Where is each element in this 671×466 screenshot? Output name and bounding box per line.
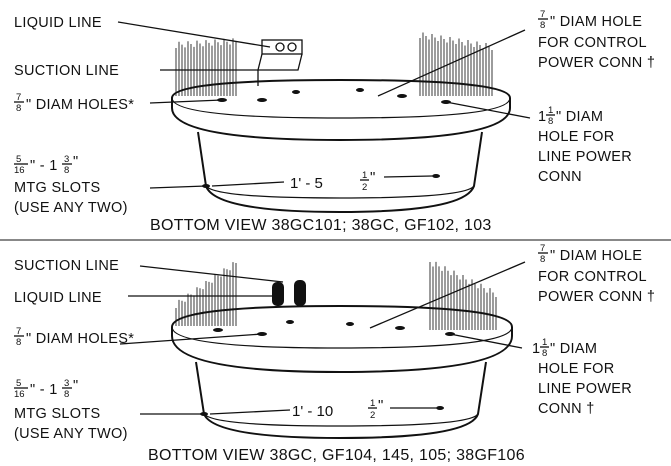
label-lp-line4: CONN [538, 169, 582, 185]
label-holes: " DIAM HOLES* [26, 97, 134, 113]
frac-slot-a-num: 5 [16, 378, 21, 389]
mounting-holes-plate [217, 88, 451, 104]
dim-frac-num: 1 [370, 398, 375, 409]
unit-bottom-pan [197, 131, 483, 214]
frac-ctrl-den: 8 [540, 20, 545, 31]
label-slots-tail: " [73, 154, 78, 170]
frac-ctrl-num: 7 [540, 9, 545, 20]
frac-holes-num: 7 [16, 326, 21, 337]
dim-frac-den: 2 [362, 182, 367, 193]
unit-bottom-pan [195, 361, 487, 440]
leader-lines [119, 261, 526, 415]
view-2: SUCTION LINE LIQUID LINE 7 8 " DIAM HOLE… [14, 243, 655, 464]
label-slots-mid: " - 1 [30, 382, 58, 398]
mounting-holes-plate [213, 320, 455, 336]
label-ctrl-line2: FOR CONTROL [538, 269, 647, 285]
label-holes: " DIAM HOLES* [26, 331, 134, 347]
frac-slot-b-num: 3 [64, 154, 69, 165]
label-slots-line3: (USE ANY TWO) [14, 200, 128, 216]
dim-frac-num: 1 [362, 170, 367, 181]
label-slots-tail: " [73, 378, 78, 394]
condenser-fins-right [429, 261, 497, 330]
frac-slot-a-num: 5 [16, 154, 21, 165]
frac-holes-den: 8 [16, 337, 21, 348]
label-ctrl-line1: " DIAM HOLE [550, 14, 642, 30]
label-top-left-1: LIQUID LINE [14, 15, 102, 31]
frac-holes-den: 8 [16, 103, 21, 114]
label-lp-line3: LINE POWER [538, 381, 632, 397]
label-slots-line2: MTG SLOTS [14, 406, 101, 422]
frac-holes-num: 7 [16, 92, 21, 103]
frac-lp-den: 8 [542, 348, 547, 359]
label-ctrl-line2: FOR CONTROL [538, 35, 647, 51]
frac-lp-den: 8 [548, 116, 553, 127]
condenser-fins-left [175, 262, 237, 326]
unit-base-outline [171, 304, 513, 374]
frac-slot-a-den: 16 [14, 389, 25, 400]
label-ctrl-line3: POWER CONN † [538, 55, 655, 71]
label-top-left-2: LIQUID LINE [14, 290, 102, 306]
view-1: LIQUID LINE SUCTION LINE 7 8 " DIAM HOLE… [14, 9, 655, 234]
leader-lines [117, 21, 531, 189]
label-lp-line1: " DIAM [550, 341, 597, 357]
label-ctrl-line3: POWER CONN † [538, 289, 655, 305]
label-lp-line2: HOLE FOR [538, 361, 615, 377]
label-slots-line2: MTG SLOTS [14, 180, 101, 196]
condenser-fins-left [175, 38, 237, 96]
label-top-left-2: SUCTION LINE [14, 63, 119, 79]
label-lp-line1: " DIAM [556, 109, 603, 125]
label-slots-mid: " - 1 [30, 158, 58, 174]
label-lp-line4: CONN † [538, 401, 595, 417]
dim-tail: " [370, 169, 375, 186]
view-1-labels: LIQUID LINE SUCTION LINE 7 8 " DIAM HOLE… [14, 9, 655, 216]
refrigerant-line-caps [272, 280, 306, 306]
frac-slot-b-num: 3 [64, 378, 69, 389]
refrigerant-line-fittings [257, 39, 303, 86]
frac-slot-a-den: 16 [14, 165, 25, 176]
dim-main: 1' - 10 [292, 403, 333, 420]
dim-tail: " [378, 397, 383, 414]
label-lp-line2: HOLE FOR [538, 129, 615, 145]
frac-ctrl-den: 8 [540, 254, 545, 265]
label-top-left-1: SUCTION LINE [14, 258, 119, 274]
caption-view-1: BOTTOM VIEW 38GC101; 38GC, GF102, 103 [150, 217, 492, 234]
frac-lp-num: 1 [548, 105, 553, 116]
label-slots-line3: (USE ANY TWO) [14, 426, 128, 442]
dim-frac-den: 2 [370, 410, 375, 421]
label-lp-int: 1 [538, 109, 546, 125]
frac-slot-b-den: 8 [64, 165, 69, 176]
frac-ctrl-num: 7 [540, 243, 545, 254]
label-lp-int: 1 [532, 341, 540, 357]
caption-view-2: BOTTOM VIEW 38GC, GF104, 145, 105; 38GF1… [148, 447, 525, 464]
label-ctrl-line1: " DIAM HOLE [550, 248, 642, 264]
dim-main: 1' - 5 [290, 175, 323, 192]
frac-slot-b-den: 8 [64, 389, 69, 400]
frac-lp-num: 1 [542, 337, 547, 348]
label-lp-line3: LINE POWER [538, 149, 632, 165]
view-2-labels: SUCTION LINE LIQUID LINE 7 8 " DIAM HOLE… [14, 243, 655, 442]
